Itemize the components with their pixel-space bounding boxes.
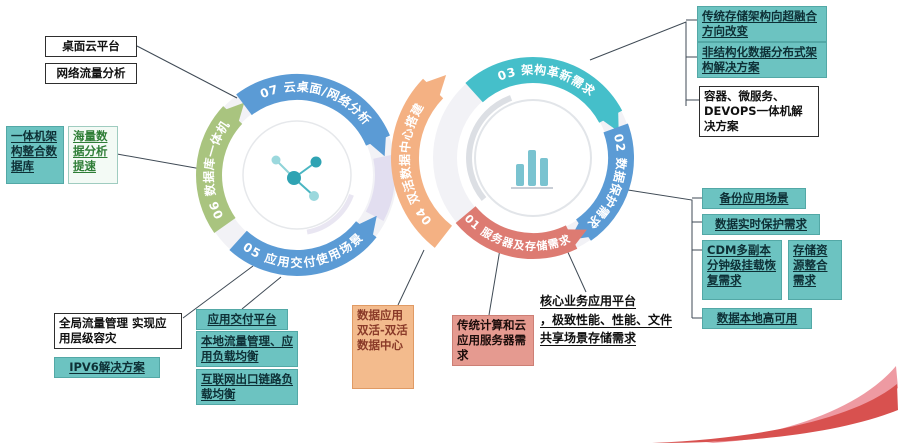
core-business-line3: 共享场景存储需求 (540, 331, 637, 346)
label-app-delivery-platform: 应用交付平台 (196, 309, 288, 330)
molecule-icon (271, 155, 322, 201)
label-cdm-recovery: CDM多副本分钟级挂载恢复需求 (702, 240, 782, 300)
connector-line (116, 153, 208, 171)
arc-label-07: 07 云桌面/网络分析 (258, 79, 374, 128)
label-storage-consolidation: 存储资源整合需求 (788, 240, 842, 300)
connector-line (565, 247, 587, 293)
label-backup-scenario: 备份应用场景 (702, 188, 806, 209)
label-allinone-db: 一体机架构整合数据库 (6, 126, 64, 184)
label-local-ha: 数据本地高可用 (702, 308, 812, 329)
arc-07-cloud-desktop (236, 74, 390, 157)
connector-lines (116, 19, 702, 319)
core-business-text: 核心业务应用平台 ，极致性能、性能、文件 共享场景存储需求 (540, 292, 682, 348)
connector-line (241, 276, 282, 310)
label-network-traffic: 网络流量分析 (45, 63, 137, 84)
label-realtime-protection: 数据实时保护需求 (702, 214, 820, 235)
connector-line (488, 248, 501, 316)
connector-line (397, 249, 425, 306)
label-traditional-compute: 传统计算和云应用服务器需求 (452, 315, 534, 366)
label-container-devops: 容器、微服务、DEVOPS一体机解决方案 (699, 86, 819, 137)
label-local-traffic: 本地流量管理、应用负载均衡 (196, 331, 298, 367)
lavender-accent-arc (365, 154, 395, 221)
arc-04-active-active-dc (391, 75, 453, 248)
core-business-line2: ，极致性能、性能、文件 (540, 312, 673, 327)
connector-line (627, 189, 693, 318)
swoosh-red (652, 384, 898, 443)
label-desktop-cloud: 桌面云平台 (45, 36, 137, 57)
connector-line (182, 265, 254, 319)
label-storage-hci: 传统存储架构向超融合方向改变 (697, 6, 827, 42)
arc-03-architecture-innovation (465, 57, 623, 132)
label-dual-active-dc: 数据应用双活-双活数据中心 (352, 305, 414, 389)
core-business-line1: 核心业务应用平台 (540, 294, 637, 308)
connector-line (589, 21, 687, 106)
arc-02-data-protection (569, 123, 635, 241)
label-mass-data-analysis: 海量数据分析提速 (68, 126, 118, 184)
left-hub-accent-arc (306, 193, 354, 235)
right-hub-accent-arc (466, 95, 513, 202)
arc-06-database-appliance (196, 102, 245, 233)
connector-line (136, 45, 238, 99)
label-global-traffic: 全局流量管理 实现应用层级容灾 (54, 313, 182, 349)
label-ipv6: IPV6解决方案 (54, 357, 160, 378)
svg-text:07 云桌面/网络分析: 07 云桌面/网络分析 (258, 79, 375, 128)
label-internet-link-lb: 互联网出口链路负载均衡 (196, 369, 298, 405)
arc-05-app-delivery (229, 215, 377, 276)
label-unstructured-distributed: 非结构化数据分布式架构解决方案 (697, 42, 827, 78)
bar-chart-icon (511, 150, 553, 189)
arc-01-server-storage (455, 205, 587, 260)
